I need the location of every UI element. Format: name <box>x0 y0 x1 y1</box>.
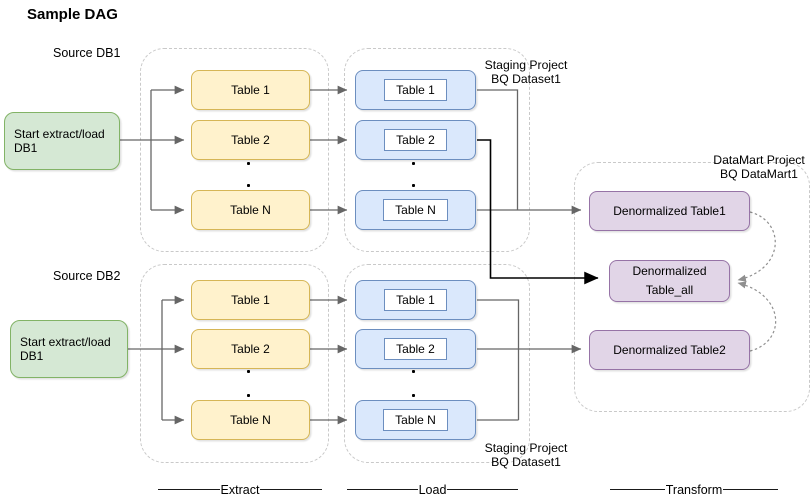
staging-label-db1-line1: Staging Project <box>484 58 568 72</box>
extract-group-db1 <box>140 48 329 252</box>
datamart-label-line1: DataMart Project <box>713 153 805 167</box>
staging-label-db2-line2: BQ Dataset1 <box>491 454 561 469</box>
start-node-db2-line2: DB1 <box>20 349 44 363</box>
staging-label-db2: Staging Project BQ Dataset1 <box>466 441 586 469</box>
load-table-2-db1[interactable]: Table 2 <box>355 120 476 160</box>
datamart-group <box>574 162 810 412</box>
denorm-table-all-line2: Table_all <box>645 283 694 297</box>
extract-table-n-db1-label: Table N <box>230 203 271 217</box>
denorm-table-all-node[interactable]: Denormalized Table_all <box>609 260 730 302</box>
edge-denorm1-to-table-all-dashed <box>737 211 776 282</box>
edge-load-merge-db1 <box>477 89 519 210</box>
denorm-table2-label: Denormalized Table2 <box>613 343 726 357</box>
extract-table-1-db1-label: Table 1 <box>231 83 270 97</box>
extract-table-1-db1[interactable]: Table 1 <box>191 70 310 110</box>
datamart-label-line2: BQ DataMart1 <box>720 166 798 181</box>
datamart-label: DataMart Project BQ DataMart1 <box>704 153 811 181</box>
load-table-1-db1-label: Table 1 <box>384 79 447 101</box>
start-node-db1-line2: DB1 <box>14 141 38 155</box>
extract-table-2-db2[interactable]: Table 2 <box>191 329 310 369</box>
load-table-1-db1[interactable]: Table 1 <box>355 70 476 110</box>
stage-label-load-text: Load <box>418 482 447 497</box>
start-node-db1[interactable]: Start extract/load DB1 <box>4 112 120 170</box>
denorm-table1-node[interactable]: Denormalized Table1 <box>589 191 750 231</box>
load-group-db2 <box>344 264 530 463</box>
extract-table-n-db2-label: Table N <box>230 413 271 427</box>
source-db2-label: Source DB2 <box>53 269 121 283</box>
extract-table-1-db2[interactable]: Table 1 <box>191 280 310 320</box>
stage-label-transform: Transform <box>610 482 778 497</box>
extract-table-2-db1-label: Table 2 <box>231 133 270 147</box>
extract-table-2-db2-label: Table 2 <box>231 342 270 356</box>
edge-load-t2-to-table-all <box>477 139 599 285</box>
load-table-2-db1-label: Table 2 <box>384 129 447 151</box>
extract-table-n-db1[interactable]: Table N <box>191 190 310 230</box>
extract-table-1-db2-label: Table 1 <box>231 293 270 307</box>
staging-label-db1-line2: BQ Dataset1 <box>491 71 561 86</box>
load-table-2-db2-label: Table 2 <box>384 338 447 360</box>
load-table-n-db2[interactable]: Table N <box>355 400 476 440</box>
edge-denorm2-to-table-all-dashed <box>737 281 777 352</box>
edge-load-merge-db2 <box>477 299 520 421</box>
load-group-db1 <box>344 48 530 252</box>
stage-label-extract-text: Extract <box>220 482 260 497</box>
stage-label-load: Load <box>347 482 518 497</box>
start-node-db1-line1: Start extract/load <box>14 127 105 141</box>
extract-table-n-db2[interactable]: Table N <box>191 400 310 440</box>
stage-label-transform-text: Transform <box>665 482 723 497</box>
staging-label-db1: Staging Project BQ Dataset1 <box>466 58 586 86</box>
load-table-2-db2[interactable]: Table 2 <box>355 329 476 369</box>
source-db1-label: Source DB1 <box>53 46 121 60</box>
stage-label-extract: Extract <box>158 482 322 497</box>
start-node-db2-line1: Start extract/load <box>20 335 111 349</box>
start-node-db2[interactable]: Start extract/load DB1 <box>10 320 128 378</box>
denorm-table1-label: Denormalized Table1 <box>613 204 726 218</box>
diagram-title: Sample DAG <box>27 6 118 23</box>
load-table-1-db2[interactable]: Table 1 <box>355 280 476 320</box>
staging-label-db2-line1: Staging Project <box>484 441 568 455</box>
load-table-n-db1[interactable]: Table N <box>355 190 476 230</box>
load-table-1-db2-label: Table 1 <box>384 289 447 311</box>
extract-group-db2 <box>140 264 329 463</box>
load-table-n-db1-label: Table N <box>383 199 448 221</box>
load-table-n-db2-label: Table N <box>383 409 448 431</box>
denorm-table2-node[interactable]: Denormalized Table2 <box>589 330 750 370</box>
denorm-table-all-line1: Denormalized <box>632 264 707 278</box>
extract-table-2-db1[interactable]: Table 2 <box>191 120 310 160</box>
